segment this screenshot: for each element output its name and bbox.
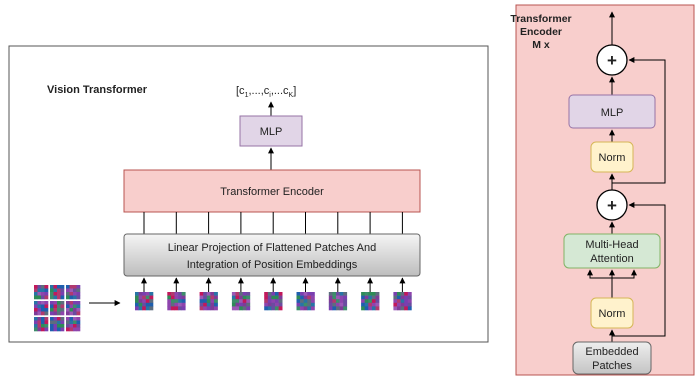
input-patch-1 [34,285,49,300]
residual-connection-top [612,57,666,184]
norm-top-box [590,141,634,173]
patch-tile-6 [296,292,315,311]
block-mlp-label: MLP [601,107,624,119]
patch-tile-4 [231,292,251,311]
patch-tile-8 [361,292,380,311]
middle-add-symbol: + [607,196,617,215]
embedded-label-line2: Patches [592,360,632,372]
linear-projection-line1: Linear Projection of Flattened Patches A… [168,242,377,254]
patch-tile-5 [264,292,283,311]
output-classes-label: [c1,...,ci,...cK] [236,85,296,99]
token-connectors [143,212,403,234]
block-mlp-box [568,94,656,129]
mlp-box [239,115,303,147]
transformer-encoder-box [123,169,421,213]
linear-projection-line2: Integration of Position Embeddings [187,259,358,271]
input-patch-3 [66,285,81,300]
input-patch-8 [50,317,65,332]
norm-bottom-label: Norm [599,308,626,320]
encoder-block-title-line2: Encoder [520,26,562,38]
norm-top-label: Norm [599,152,626,164]
transformer-encoder-label: Transformer Encoder [220,186,324,198]
top-add-symbol: + [607,51,617,70]
attention-label-line1: Multi-Head [585,239,638,251]
input-image-grid [34,285,81,332]
vision-transformer-title: Vision Transformer [47,84,148,96]
norm-bottom-box [590,297,634,329]
mlp-label: MLP [260,126,283,138]
encoder-block-title-line1: Transformer [510,13,571,25]
patch-tile-2 [167,292,186,311]
encoder-block-title-line3: M x [532,39,550,51]
input-patch-7 [34,317,49,332]
attention-label-line2: Attention [590,253,633,265]
patch-tile-9 [393,292,412,311]
linear-projection-box [123,233,421,277]
middle-add-circle [596,189,628,221]
multi-head-attention-box [563,233,661,269]
input-patch-4 [34,301,49,316]
residual-connection-bottom [612,202,666,337]
input-patch-5 [50,301,65,316]
attention-input-right-arrow [612,269,637,279]
input-patch-2 [50,285,65,300]
embedded-patches-box [572,341,652,375]
top-add-circle [596,44,628,76]
patch-tile-7 [328,292,348,311]
input-patch-9 [66,317,81,332]
patch-tile-1 [135,292,154,311]
patch-tiles [135,277,412,311]
patch-tile-3 [199,292,218,311]
embedded-label-line1: Embedded [585,346,638,358]
input-patch-6 [66,301,81,316]
